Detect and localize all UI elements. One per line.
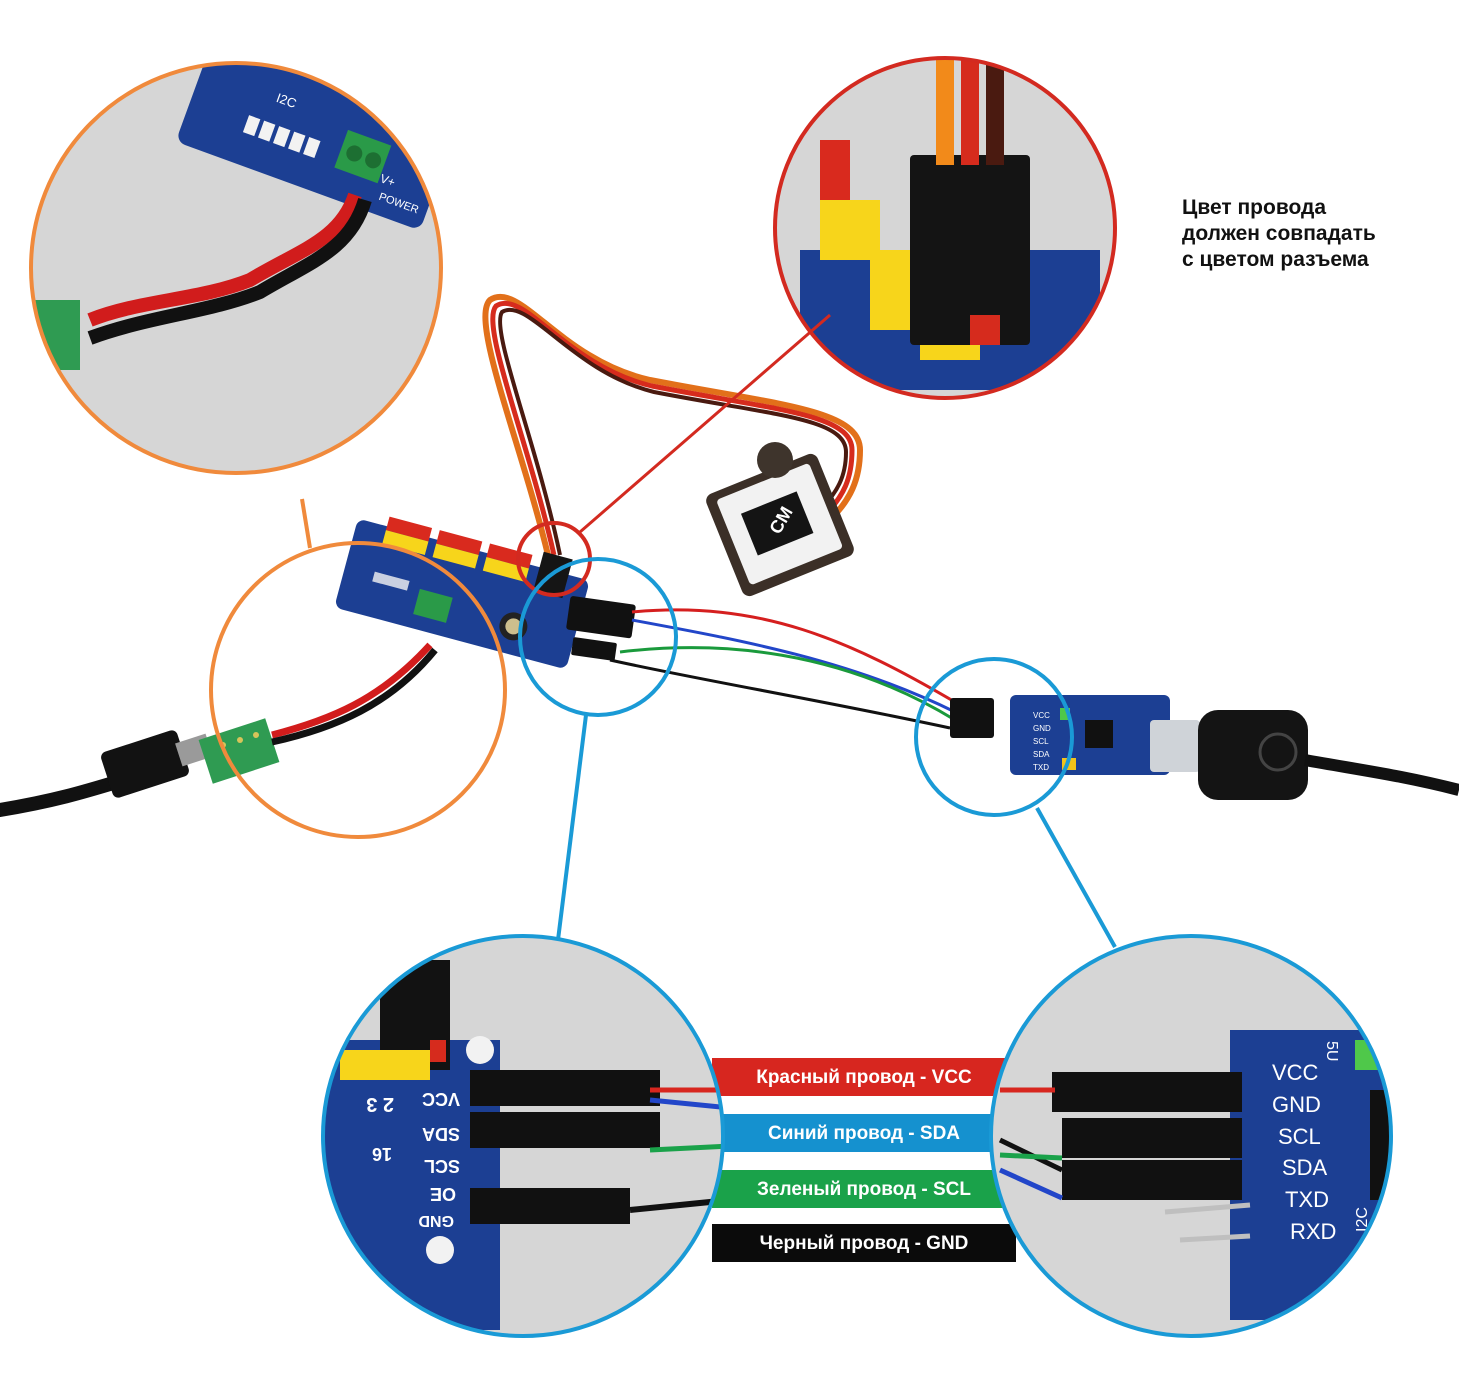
callout-adapter-pins-zoom: VCC GND SCL SDA TXD RXD 5U I2C <box>989 934 1393 1338</box>
legend-band-gnd <box>712 1224 1016 1262</box>
adapter-small-labels: VCC GND SCL SDA TXD RXD <box>1033 711 1051 785</box>
adapter-pin-txd: TXD <box>1285 1187 1329 1212</box>
adapter-pin-vcc: VCC <box>1272 1060 1319 1085</box>
pca9685-board-icon <box>335 516 589 668</box>
callout-power-source <box>209 541 507 839</box>
wire-color-note: Цвет провода должен совпадать с цветом р… <box>1182 195 1452 273</box>
adapter-i2c-label: I2C <box>1354 1207 1371 1232</box>
wire-legend: Красный провод - VCC Синий провод - SDA … <box>712 1058 1016 1262</box>
legend-label-scl: Зеленый провод - SCL <box>757 1179 971 1200</box>
zoom-channel-row: 2 3 <box>366 1093 394 1115</box>
zoom-i2c-label: I2C <box>274 90 298 111</box>
zoom-vplus-label: V+ <box>378 171 397 189</box>
callout-board-pins-source <box>518 557 678 717</box>
usb-uart-adapter-icon <box>950 695 1459 800</box>
zoom-board-gnd: GND <box>418 1212 454 1229</box>
adapter-pin-gnd: GND <box>1272 1092 1321 1117</box>
small-pin-vcc: VCC <box>1033 711 1050 720</box>
legend-label-sda: Синий провод - SDA <box>768 1123 960 1144</box>
legend-label-gnd: Черный провод - GND <box>760 1233 969 1254</box>
callout-adapter-pins-source <box>914 657 1074 817</box>
legend-band-sda <box>712 1114 1016 1152</box>
note-line-1: Цвет провода <box>1182 196 1327 219</box>
legend-band-scl <box>712 1170 1016 1208</box>
small-pin-gnd: GND <box>1033 724 1051 733</box>
zoom-board-oe: OE <box>430 1184 456 1204</box>
small-pin-rxd: RXD <box>1033 776 1050 785</box>
usb-cable-icon <box>0 718 280 817</box>
note-line-2: должен совпадать <box>1182 222 1376 245</box>
servo-cable <box>482 293 864 556</box>
note-line-3: с цветом разъема <box>1182 248 1369 271</box>
main-scene: CM <box>0 293 1459 817</box>
servo-icon: CM <box>706 442 854 597</box>
adapter-5u-label: 5U <box>1323 1041 1340 1061</box>
small-pin-txd: TXD <box>1033 763 1049 772</box>
small-pin-scl: SCL <box>1033 737 1049 746</box>
adapter-pin-rxd: RXD <box>1290 1219 1336 1244</box>
legend-label-vcc: Красный провод - VCC <box>756 1067 972 1088</box>
legend-band-vcc <box>712 1058 1016 1096</box>
callout-board-pins-zoom: 2 3 16 VCC SDA SCL OE GND <box>321 934 725 1338</box>
small-pin-sda: SDA <box>1033 750 1050 759</box>
zoom-board-vcc: VCC <box>422 1089 460 1109</box>
zoom-sixteen: 16 <box>372 1144 392 1164</box>
adapter-pin-sda: SDA <box>1282 1155 1328 1180</box>
adapter-pin-scl: SCL <box>1278 1124 1321 1149</box>
callout-power-zoom: I2C POWER V+ <box>29 61 443 475</box>
zoom-board-scl: SCL <box>424 1156 460 1176</box>
callout-servo-connector-zoom <box>773 56 1117 400</box>
zoom-board-sda: SDA <box>422 1124 460 1144</box>
